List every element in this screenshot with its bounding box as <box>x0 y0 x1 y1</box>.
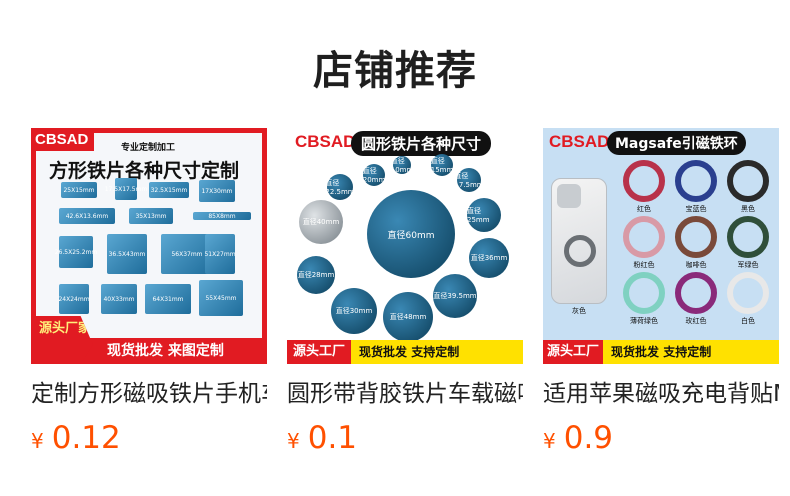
product-name[interactable]: 圆形带背胶铁片车载磁吸支架引磁片 <box>287 381 523 407</box>
price-value: 0.9 <box>563 420 614 456</box>
image-banner: 源头工厂 现货批发 支持定制 <box>543 340 779 364</box>
product-price: ¥0.12 <box>31 420 267 456</box>
ring-label: 白色 <box>741 317 755 325</box>
image-headline: Magsafe引磁铁环 <box>607 131 746 155</box>
image-banner: 源头工厂 现货批发 支持定制 <box>287 340 523 364</box>
ring-label: 军绿色 <box>737 261 759 269</box>
ring-label: 咖啡色 <box>685 261 707 269</box>
phone-image <box>551 178 607 304</box>
brand-logo: CBSAD <box>295 132 356 151</box>
disc: 直径15mm <box>431 154 453 176</box>
disc: 直径28mm <box>297 256 335 294</box>
section-title: 店铺推荐 <box>313 48 477 94</box>
disc: 直径10mm <box>390 156 414 174</box>
currency-symbol: ¥ <box>543 429 556 453</box>
ring-swatch <box>623 160 665 202</box>
plate: 51X27mm <box>204 234 236 274</box>
ring-label: 黑色 <box>741 205 755 213</box>
product-name[interactable]: 适用苹果磁吸充电背贴Magsafe引磁铁环 <box>543 381 779 407</box>
disc: 直径36mm <box>469 238 509 278</box>
disc: 直径20mm <box>363 164 385 186</box>
banner-left: 源头工厂 <box>287 340 352 364</box>
ring-label: 粉红色 <box>633 261 655 269</box>
brand-logo: CBSAD <box>549 132 610 151</box>
ring-label: 宝蓝色 <box>685 205 707 213</box>
disc: 直径48mm <box>383 292 433 342</box>
product-image[interactable]: CBSAD 圆形铁片各种尺寸 直径60mm 直径40mm 直径28mm 直径30… <box>287 128 523 364</box>
product-card[interactable]: CBSAD Magsafe引磁铁环 灰色 红色 宝蓝色 黑色粉红色 咖啡色 军绿色薄荷绿… <box>543 128 779 456</box>
disc: 直径22.5mm <box>325 174 355 200</box>
banner-right: 现货批发 支持定制 <box>351 340 523 364</box>
ring-swatch <box>727 272 769 314</box>
product-price: ¥0.9 <box>543 420 779 456</box>
plate: 17.5X17.5mm <box>105 178 147 200</box>
ring-swatch <box>727 160 769 202</box>
disc: 直径25mm <box>467 198 501 232</box>
price-value: 0.12 <box>51 420 121 456</box>
image-frame <box>31 128 267 364</box>
plate: 32.5X15mm <box>149 182 189 198</box>
plate: 56X37mm <box>161 234 213 274</box>
plate: 64X31mm <box>145 284 191 314</box>
plate: 85X8mm <box>193 212 251 220</box>
image-headline: 方形铁片各种尺寸定制 <box>49 160 240 182</box>
disc: 直径30mm <box>331 288 377 334</box>
product-name[interactable]: 定制方形磁吸铁片手机车载支架引磁片 <box>31 381 267 407</box>
ring-swatch <box>675 272 717 314</box>
product-image[interactable]: CBSAD Magsafe引磁铁环 灰色 红色 宝蓝色 黑色粉红色 咖啡色 军绿色薄荷绿… <box>543 128 779 364</box>
plate: 36.5X43mm <box>107 234 147 274</box>
product-price: ¥0.1 <box>287 420 523 456</box>
ring-label: 玫红色 <box>685 317 707 325</box>
ring-swatch <box>675 216 717 258</box>
banner-right: 现货批发 支持定制 <box>603 340 779 364</box>
plate: 26.5X25.2mm <box>55 236 97 268</box>
disc: 直径60mm <box>367 190 455 278</box>
ring-swatch <box>623 272 665 314</box>
plate: 40X33mm <box>101 284 137 314</box>
disc: 直径39.5mm <box>433 274 477 318</box>
currency-symbol: ¥ <box>287 429 300 453</box>
magnetic-ring <box>564 235 596 267</box>
disc: 直径40mm <box>299 200 343 244</box>
plate: 35X13mm <box>129 208 173 224</box>
plate: 42.6X13.6mm <box>59 208 115 224</box>
ring-label: 薄荷绿色 <box>630 317 658 325</box>
image-subtitle: 专业定制加工 <box>121 143 176 153</box>
ring-swatch <box>675 160 717 202</box>
product-card[interactable]: CBSAD 专业定制加工 方形铁片各种尺寸定制 25X15mm 17.5X17.… <box>31 128 267 456</box>
ring-label: 红色 <box>637 205 651 213</box>
price-value: 0.1 <box>307 420 358 456</box>
plate: 17X30mm <box>199 180 235 202</box>
plate: 24X24mm <box>58 284 90 314</box>
product-card[interactable]: CBSAD 圆形铁片各种尺寸 直径60mm 直径40mm 直径28mm 直径30… <box>287 128 523 456</box>
brand-logo: CBSAD <box>31 128 95 151</box>
camera-module <box>557 184 581 208</box>
image-headline: 圆形铁片各种尺寸 <box>351 131 492 156</box>
disc: 直径17.5mm <box>454 168 484 192</box>
banner-left: 源头工厂 <box>543 340 604 364</box>
currency-symbol: ¥ <box>31 429 44 453</box>
ring-swatch <box>623 216 665 258</box>
phone-label: 灰色 <box>572 307 586 315</box>
ring-swatch <box>727 216 769 258</box>
plate: 25X15mm <box>61 182 97 198</box>
image-badge: 源头厂家 <box>31 316 93 364</box>
product-image[interactable]: CBSAD 专业定制加工 方形铁片各种尺寸定制 25X15mm 17.5X17.… <box>31 128 267 364</box>
plate: 55X45mm <box>199 280 243 316</box>
